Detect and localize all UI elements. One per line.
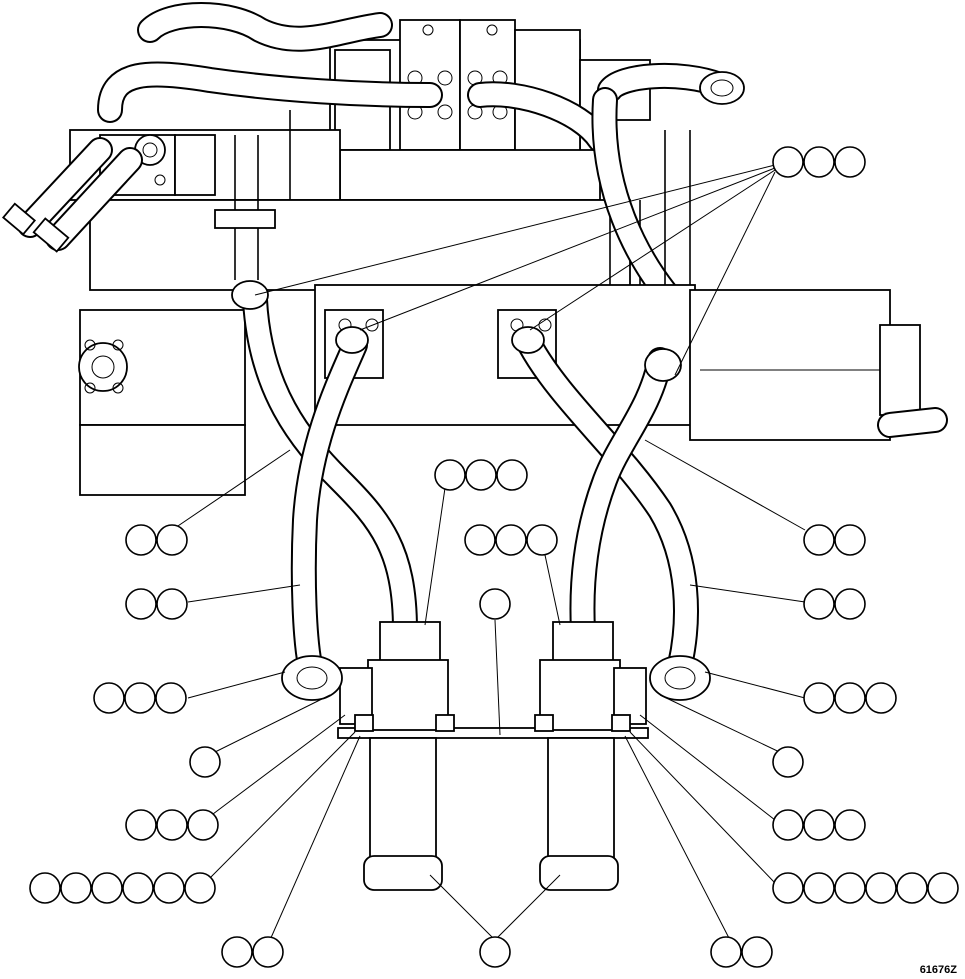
- drawing-number: 61676Z: [919, 964, 957, 976]
- callout-balloons: [29, 146, 959, 968]
- callout-filter-bottom: [479, 936, 511, 968]
- filter-assembly: [281, 621, 711, 891]
- callout-upper-right: [772, 146, 866, 178]
- callout-left-hose-a: [125, 524, 188, 556]
- callout-right-clamp: [772, 746, 804, 778]
- callout-right-bottom: [710, 936, 773, 968]
- callout-left-clamp: [189, 746, 221, 778]
- callout-left-bolt: [125, 809, 219, 841]
- callout-right-hose-a: [803, 524, 866, 556]
- callout-center: [479, 588, 511, 620]
- callout-left-bottom: [221, 936, 284, 968]
- callout-right-hose-b: [803, 588, 866, 620]
- callout-right-flange: [803, 682, 897, 714]
- callout-left-washer: [29, 872, 216, 904]
- callout-center-right-top: [464, 524, 558, 556]
- callout-right-washer: [772, 872, 959, 904]
- callout-left-hose-b: [125, 588, 188, 620]
- callout-left-flange: [93, 682, 187, 714]
- filter-hoses: [231, 280, 699, 678]
- callout-center-top: [434, 459, 528, 491]
- upper-machinery: [1, 2, 948, 496]
- callout-right-bolt: [772, 809, 866, 841]
- leader-lines: [171, 164, 806, 941]
